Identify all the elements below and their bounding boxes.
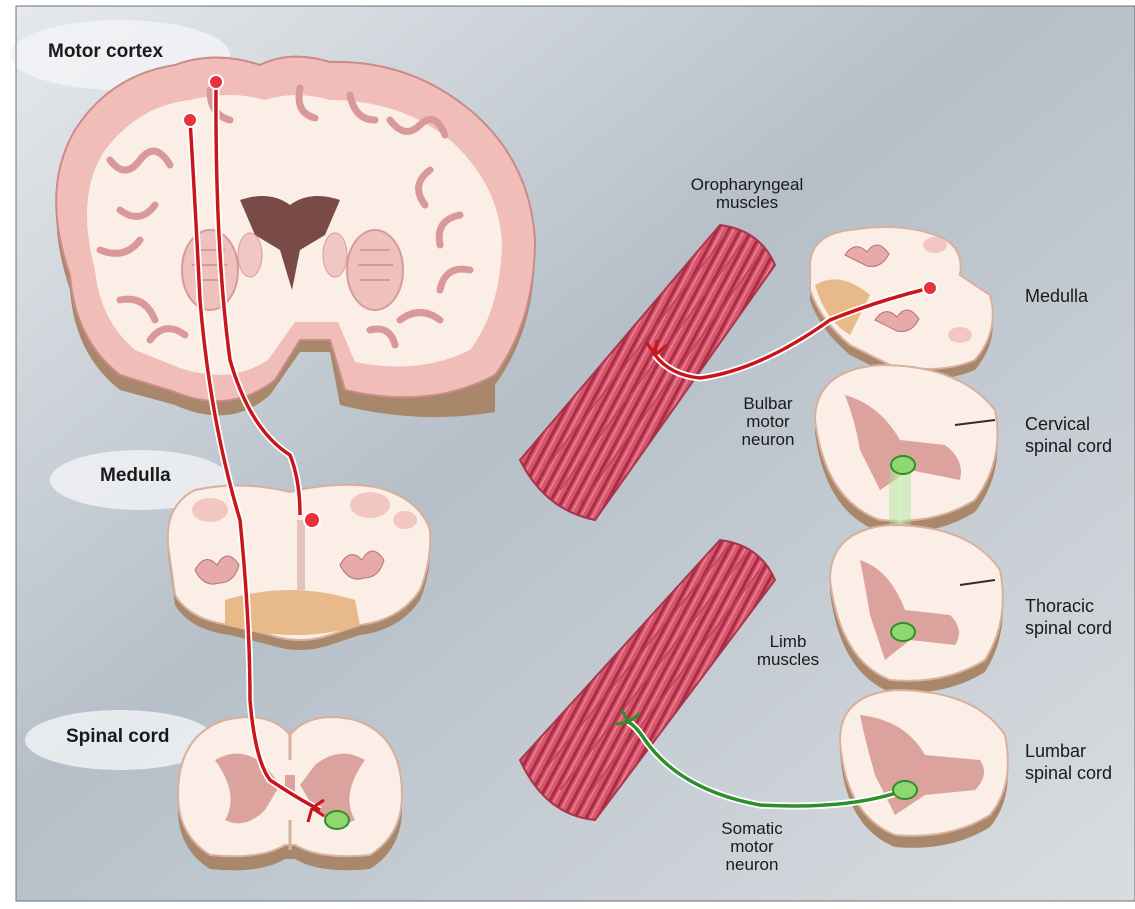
spinal-motor-nucleus-left: [325, 811, 349, 829]
label-medulla-left: Medulla: [100, 466, 171, 486]
label-limb-line2: muscles: [748, 651, 828, 669]
label-cervical-line2: spinal cord: [1025, 436, 1135, 458]
label-oropharyngeal-line2: muscles: [682, 194, 812, 212]
label-medulla-right: Medulla: [1025, 286, 1088, 308]
label-somatic-line1: Somatic: [707, 820, 797, 838]
lumbar-spinal-cord-section: [840, 690, 1008, 848]
label-limb-muscles: Limb muscles: [748, 633, 828, 669]
label-lumbar-line2: spinal cord: [1025, 763, 1135, 785]
label-somatic-line3: neuron: [707, 856, 797, 874]
label-bulbar-line3: neuron: [728, 431, 808, 449]
label-somatic-line2: motor: [707, 838, 797, 856]
label-limb-line1: Limb: [748, 633, 828, 651]
label-spinal-cord: Spinal cord: [66, 727, 169, 747]
label-bulbar-line2: motor: [728, 413, 808, 431]
label-thoracic-spinal-cord: Thoracic spinal cord: [1025, 596, 1135, 639]
label-bulbar-line1: Bulbar: [728, 395, 808, 413]
bulbar-nucleus: [304, 512, 320, 528]
lumbar-motor-nucleus: [893, 781, 917, 799]
cervical-motor-nucleus: [891, 456, 915, 474]
label-cervical-spinal-cord: Cervical spinal cord: [1025, 414, 1135, 457]
label-thoracic-line1: Thoracic: [1025, 596, 1135, 618]
label-somatic-motor-neuron: Somatic motor neuron: [707, 820, 797, 874]
label-lumbar-line1: Lumbar: [1025, 741, 1135, 763]
label-motor-cortex: Motor cortex: [48, 42, 163, 62]
label-oropharyngeal-muscles: Oropharyngeal muscles: [682, 176, 812, 212]
label-cervical-line1: Cervical: [1025, 414, 1135, 436]
label-oropharyngeal-line1: Oropharyngeal: [682, 176, 812, 194]
label-bulbar-motor-neuron: Bulbar motor neuron: [728, 395, 808, 449]
thoracic-motor-nucleus: [891, 623, 915, 641]
label-thoracic-line2: spinal cord: [1025, 618, 1135, 640]
bulbar-motor-neuron-soma: [923, 281, 937, 295]
label-lumbar-spinal-cord: Lumbar spinal cord: [1025, 741, 1135, 784]
upper-motor-neuron-soma-1: [183, 113, 197, 127]
upper-motor-neuron-soma-2: [209, 75, 223, 89]
